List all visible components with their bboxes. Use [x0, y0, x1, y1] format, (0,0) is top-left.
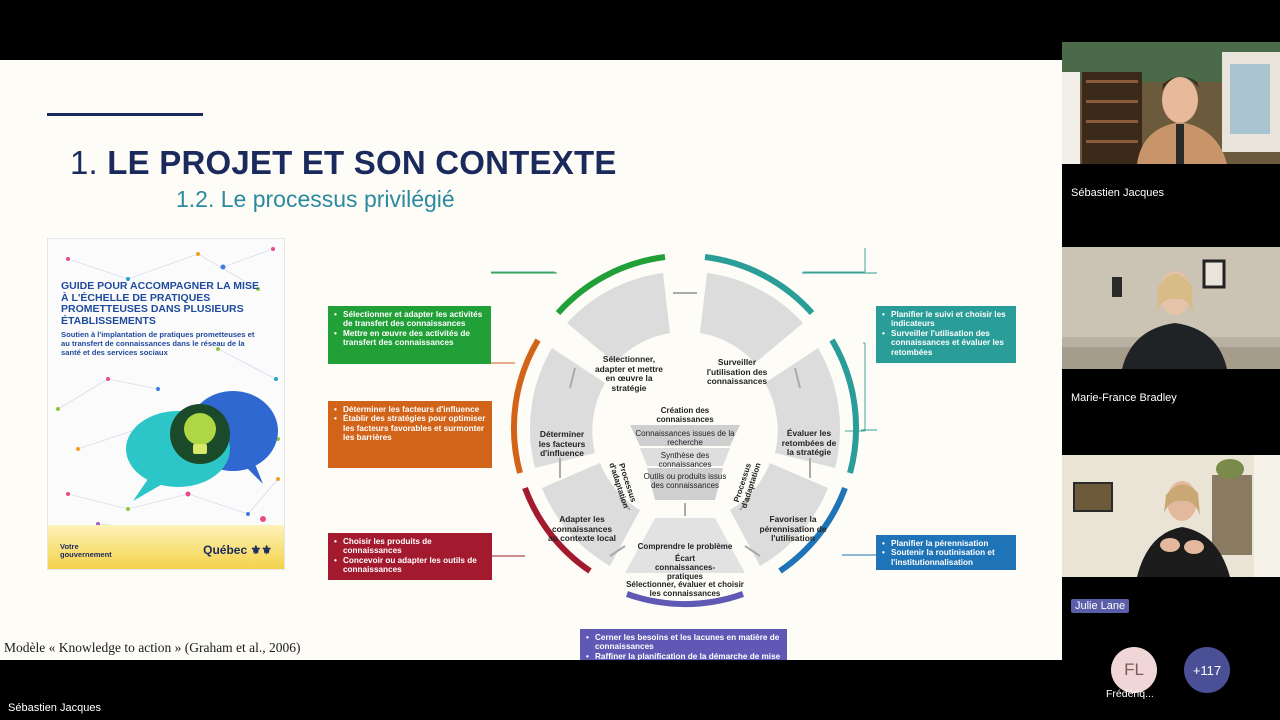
guide-cover: GUIDE POUR ACCOMPAGNER LA MISE À L'ÉCHEL… — [47, 238, 285, 570]
segment-adapt-knowledge: Adapter les connaissances au contexte lo… — [548, 514, 616, 543]
video-tile-julie[interactable] — [1062, 455, 1280, 577]
segment-select-strategy: Sélectionner, adapter et mettre en œuvre… — [595, 354, 663, 393]
cover-subtitle: Soutien à l'implantation de pratiques pr… — [61, 330, 255, 357]
cover-title: GUIDE POUR ACCOMPAGNER LA MISE À L'ÉCHEL… — [61, 280, 259, 327]
slide-title: 1. LE PROJET ET SON CONTEXTE — [70, 144, 617, 182]
segment-determine-factors: Déterminer les facteurs d'influence — [538, 429, 586, 458]
knowledge-creation-label: Création des connaissances — [656, 406, 714, 425]
cover-footer-band — [48, 525, 284, 569]
understand-problem-label: Comprendre le problème — [637, 542, 733, 551]
slide-subtitle: 1.2. Le processus privilégié — [176, 186, 455, 212]
segment-sustain-use: Favoriser la pérennisation de l'utilisat… — [759, 514, 827, 543]
box-influence-factors: Déterminer les facteurs d'influenceÉtabl… — [328, 401, 492, 468]
knowledge-tools-label: Outils ou produits issus des connaissanc… — [643, 472, 727, 491]
title-number: 1. — [70, 144, 98, 181]
title-text: LE PROJET ET SON CONTEXTE — [107, 144, 617, 181]
knowledge-to-action-diagram: Sélectionner et adapter les activités de… — [325, 243, 1025, 660]
active-speaker-name: Sébastien Jacques — [8, 702, 101, 714]
segment-evaluate-outcomes: Évaluer les retombées de la stratégie — [781, 428, 837, 457]
research-knowledge-label: Connaissances issues de la recherche — [635, 429, 735, 448]
quebec-logo: Québec ⚜⚜ — [203, 543, 272, 557]
video-tile-sebastien[interactable] — [1062, 42, 1280, 164]
box-knowledge-products: Choisir les produits de connaissancesCon… — [328, 533, 492, 580]
title-rule — [47, 113, 203, 116]
shared-slide: 1. LE PROJET ET SON CONTEXTE 1.2. Le pro… — [0, 60, 1062, 660]
knowledge-synthesis-label: Synthèse des connaissances — [658, 451, 712, 470]
slide-caption: Modèle « Knowledge to action » (Graham e… — [4, 640, 301, 655]
participant-name: Sébastien Jacques — [1071, 187, 1164, 199]
segment-monitor-use: Surveiller l'utilisation des connaissanc… — [706, 357, 768, 386]
participant-name: Julie Lane — [1071, 599, 1130, 613]
network-graphic — [56, 247, 280, 531]
more-participants-button[interactable]: +117 — [1184, 647, 1230, 693]
box-sustainability: Planifier la pérennisationSoutenir la ro… — [876, 535, 1016, 570]
participant-video — [1062, 247, 1280, 369]
box-monitoring: Planifier le suivi et choisir les indica… — [876, 306, 1016, 363]
knowledge-gap-label: Écart connaissances-pratiques — [654, 554, 716, 582]
select-knowledge-label: Sélectionner, évaluer et choisir les con… — [626, 580, 744, 599]
participant-video — [1062, 42, 1280, 164]
cycle-graphic — [491, 248, 877, 607]
participant-avatar[interactable]: FL — [1111, 647, 1157, 693]
box-knowledge-gaps: Cerner les besoins et les lacunes en mat… — [580, 629, 787, 660]
box-transfer-activities: Sélectionner et adapter les activités de… — [328, 306, 491, 364]
participant-video — [1062, 455, 1280, 577]
participant-avatar-name: Frédériq... — [1106, 688, 1154, 700]
video-tile-marie-france[interactable] — [1062, 247, 1280, 369]
participant-name: Marie-France Bradley — [1071, 392, 1177, 404]
